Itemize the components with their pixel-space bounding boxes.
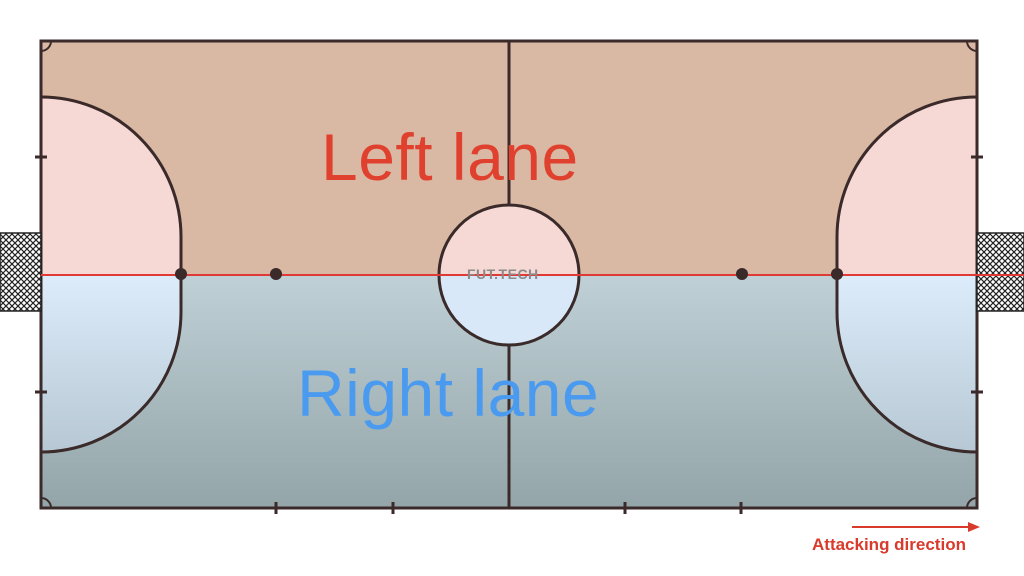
corner-arc-tl xyxy=(40,40,52,52)
right-penalty-area-bottom xyxy=(837,275,977,452)
tick-marks xyxy=(35,155,983,514)
penalty-spots xyxy=(175,268,843,280)
attacking-direction-label: Attacking direction xyxy=(812,535,966,554)
center-circle-top xyxy=(439,205,579,275)
center-circle-bottom xyxy=(439,275,579,345)
right-second-penalty-spot xyxy=(736,268,748,280)
left-goal xyxy=(0,232,42,312)
left-penalty-spot xyxy=(175,268,187,280)
left-lane-label: Left lane xyxy=(321,120,579,194)
left-penalty-area-top xyxy=(41,97,181,275)
corner-arc-bl xyxy=(40,497,52,509)
right-lane-label: Right lane xyxy=(297,356,600,430)
watermark-text: FUT.TECH xyxy=(467,266,539,282)
corner-arc-tr xyxy=(966,40,978,52)
right-penalty-spot xyxy=(831,268,843,280)
left-penalty-area-bottom xyxy=(41,275,181,452)
attacking-direction-arrow-icon xyxy=(852,522,980,532)
right-penalty-area-top xyxy=(837,97,977,275)
right-goal xyxy=(976,232,1024,312)
corner-arc-br xyxy=(966,497,978,509)
left-second-penalty-spot xyxy=(270,268,282,280)
